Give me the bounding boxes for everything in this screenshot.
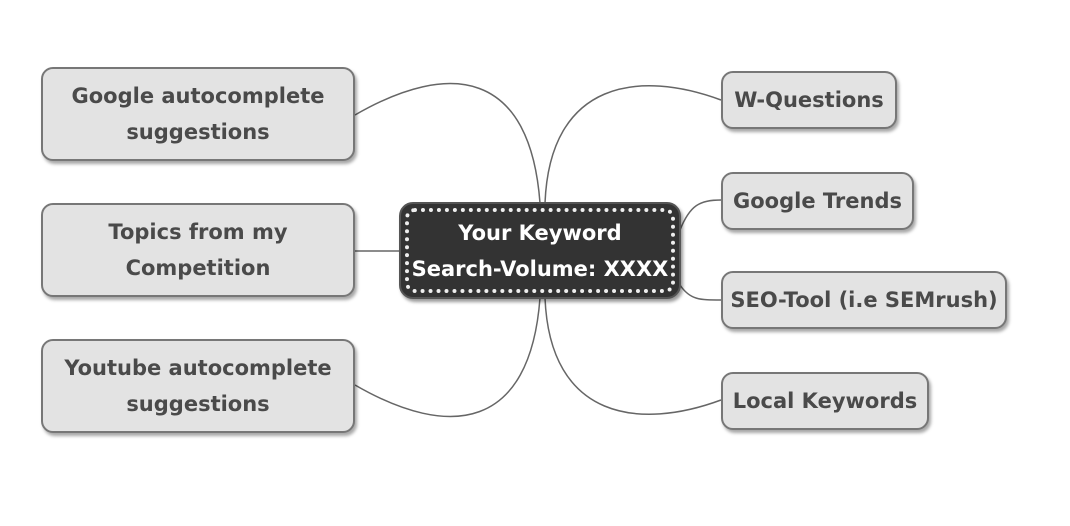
link-google-trends — [679, 199, 722, 231]
link-youtube-autocomplete — [354, 297, 541, 418]
link-local-keywords — [544, 297, 722, 415]
node-local-keywords[interactable]: Local Keywords — [721, 372, 929, 430]
link-w-questions — [544, 85, 722, 204]
node-google-autocomplete[interactable]: Google autocomplete suggestions — [41, 67, 355, 161]
node-label: suggestions — [126, 120, 270, 144]
node-label: SEO-Tool (i.e SEMrush) — [730, 288, 998, 312]
node-label: Local Keywords — [732, 389, 918, 413]
node-google-trends[interactable]: Google Trends — [721, 172, 914, 230]
node-label: Google Trends — [733, 189, 902, 213]
center-title: Your Keyword — [458, 220, 622, 245]
node-label: Youtube autocomplete — [64, 356, 332, 380]
node-label: Google autocomplete — [71, 84, 325, 108]
central-node[interactable]: Your Keyword Search-Volume: XXXX — [399, 202, 681, 299]
node-w-questions[interactable]: W-Questions — [721, 71, 897, 129]
node-label: Competition — [125, 256, 271, 280]
center-subtitle: Search-Volume: XXXX — [411, 256, 669, 281]
node-youtube-autocomplete[interactable]: Youtube autocomplete suggestions — [41, 339, 355, 433]
node-topics-competition[interactable]: Topics from my Competition — [41, 203, 355, 297]
node-seo-tool[interactable]: SEO-Tool (i.e SEMrush) — [721, 271, 1007, 329]
link-seo-tool — [679, 284, 722, 301]
node-label: Topics from my — [108, 220, 288, 244]
node-label: suggestions — [126, 392, 270, 416]
node-label: W-Questions — [734, 88, 884, 112]
link-google-autocomplete — [354, 82, 541, 204]
